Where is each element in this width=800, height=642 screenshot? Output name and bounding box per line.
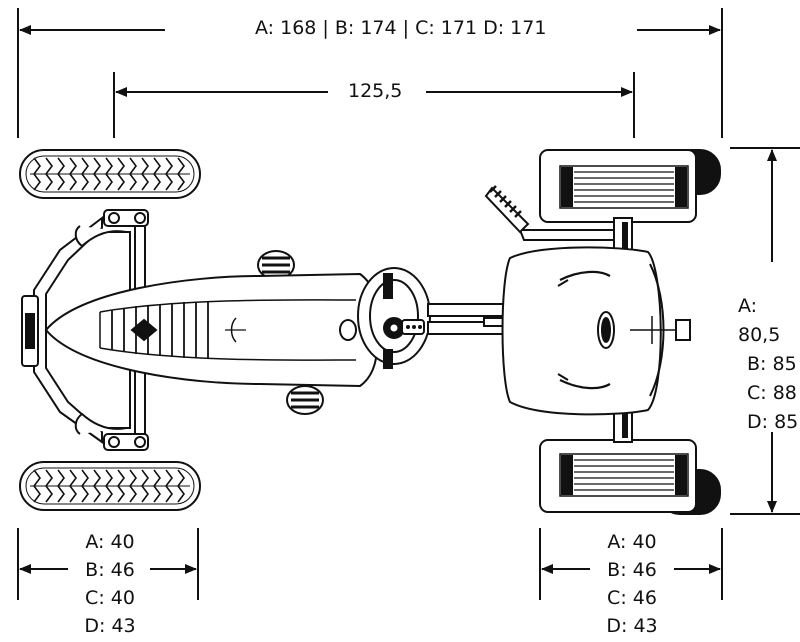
dimension-lines — [17, 8, 800, 600]
rear-wheel-width-labels: A: 40 B: 46 C: 40 D: 43 — [70, 528, 150, 640]
overall-width-c: C: 88 — [747, 382, 797, 404]
overall-length-label: A: 168 | B: 174 | C: 171 D: 171 — [255, 17, 547, 39]
rear-wheel-width-d: D: 43 — [84, 615, 136, 637]
steering-column — [427, 303, 515, 335]
steering-wheel — [357, 267, 431, 369]
rear-roll-bar — [21, 215, 131, 444]
overall-width-d: D: 85 — [747, 411, 799, 433]
overall-width-labels: A: 80,5 B: 85 C: 88 D: 85 — [738, 292, 800, 437]
front-tire-top — [539, 149, 721, 223]
front-wheel-width-labels: A: 40 B: 46 C: 46 D: 43 — [592, 528, 672, 640]
rear-tire-bottom — [19, 461, 201, 511]
front-axle — [518, 217, 633, 443]
pedals — [257, 250, 324, 415]
rear-wheel-width-c: C: 40 — [85, 587, 135, 609]
front-wheel-width-a: A: 40 — [607, 531, 657, 553]
front-wheel-width-d: D: 43 — [606, 615, 658, 637]
rear-tire-top — [19, 149, 201, 199]
hand-brake-lever — [484, 185, 530, 234]
front-wheel-width-c: C: 46 — [607, 587, 657, 609]
wheelbase-label: 125,5 — [348, 80, 403, 102]
go-kart-top-view — [19, 149, 721, 515]
kart-body — [44, 272, 380, 388]
overall-width-b: B: 85 — [747, 353, 797, 375]
front-hood — [501, 246, 691, 416]
front-tire-bottom — [539, 439, 721, 515]
rear-wheel-width-b: B: 46 — [85, 559, 135, 581]
rear-wheel-width-a: A: 40 — [85, 531, 135, 553]
overall-width-a: A: 80,5 — [738, 295, 781, 346]
front-wheel-width-b: B: 46 — [607, 559, 657, 581]
